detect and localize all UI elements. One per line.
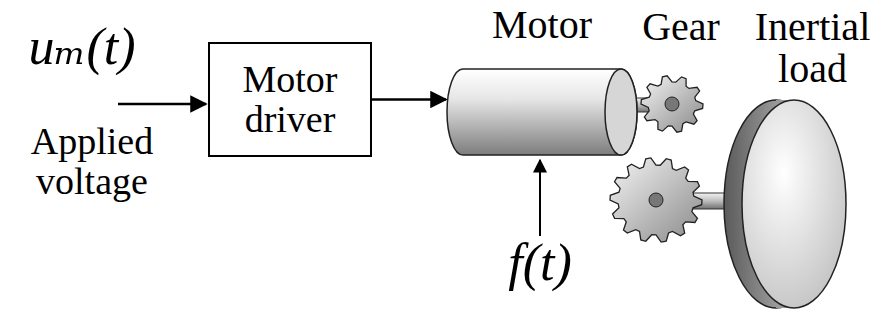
box-label: Motor driver (220, 60, 360, 140)
motor-body: Motor (447, 68, 637, 156)
driver-box: Motor driver (208, 42, 372, 157)
signal-description: Applied voltage (4, 122, 180, 202)
part-name: Gear (626, 6, 736, 48)
small-gear (641, 76, 703, 132)
disturbance-arrow (539, 160, 541, 236)
motor-shell (447, 69, 637, 155)
signal-name: uₘ(t) (22, 20, 142, 75)
disturbance-name: f(t) (470, 236, 610, 291)
input-arrow (118, 103, 206, 106)
small-gear-hub (665, 97, 679, 111)
part-name: Inertial load (740, 6, 885, 90)
signal-arrow (372, 98, 446, 101)
part-name: Motor (447, 4, 637, 46)
load-disk-face (742, 100, 846, 308)
large-gear-hub (649, 193, 663, 207)
large-gear (610, 158, 702, 242)
motor-cylinder (447, 68, 637, 156)
motor-end-face (605, 69, 637, 155)
